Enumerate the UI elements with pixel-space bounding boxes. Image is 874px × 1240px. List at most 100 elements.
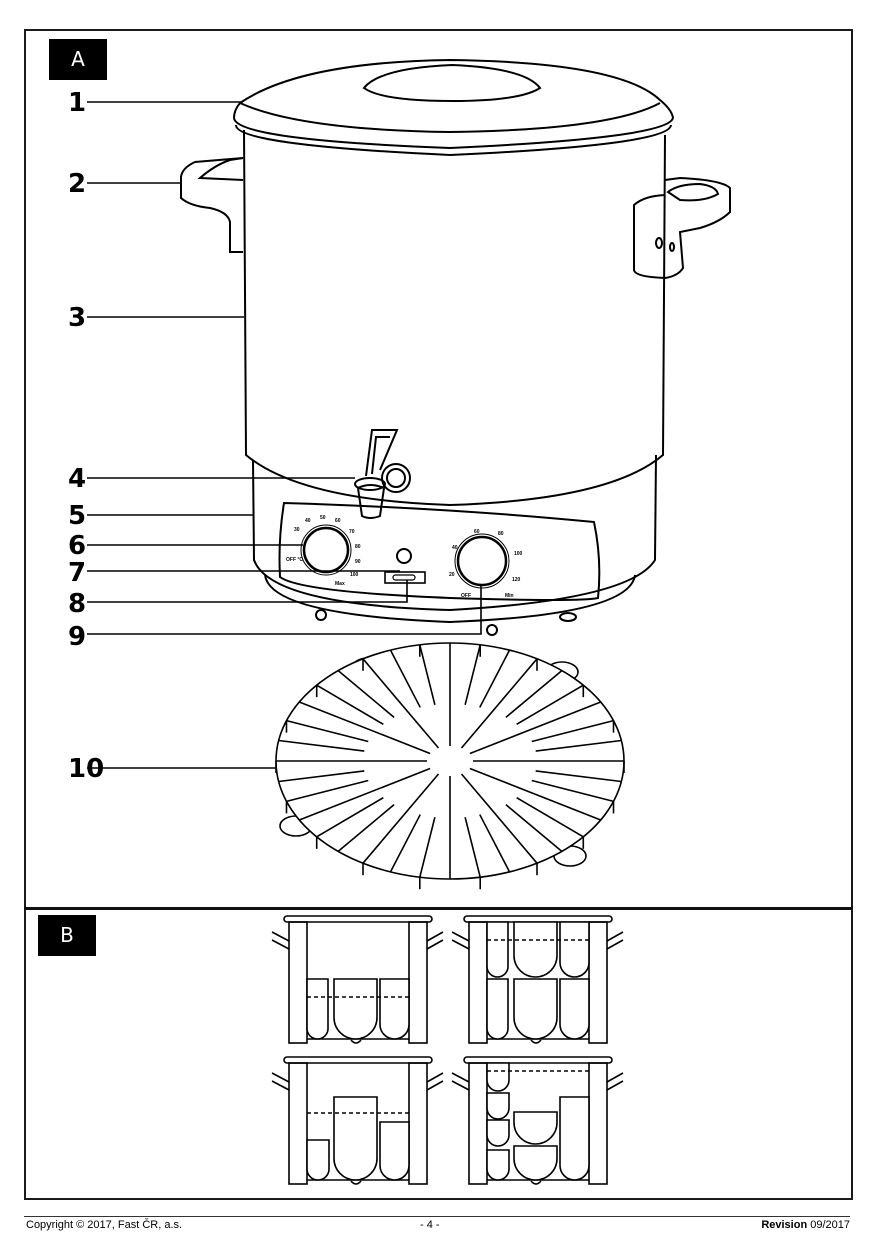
rack-spoke (535, 770, 622, 783)
pot-wall-right (408, 921, 428, 1044)
handle-right-hole-2 (669, 242, 675, 252)
handle-left (180, 157, 244, 253)
pot-wall-left (288, 921, 308, 1044)
pot-drain (350, 1039, 362, 1044)
rack-spoke (469, 767, 601, 821)
jar-arrangement-illustrations (271, 915, 624, 1185)
handle-left-grip (197, 157, 244, 181)
handle-right-grip (666, 182, 720, 202)
timer-dial-label-min: Min (505, 593, 514, 599)
footer-revision-label: Revision (761, 1219, 808, 1231)
timer-dial-label-off: OFF (461, 593, 471, 599)
jar (486, 1149, 510, 1181)
callout-4: 4 (68, 464, 87, 494)
lid-rim-lower (234, 124, 672, 157)
handle-right (633, 176, 731, 280)
pot-drain (350, 1180, 362, 1185)
cooker-illustration (180, 58, 731, 636)
pot-rim (463, 915, 613, 923)
rack-spoke (278, 739, 365, 752)
rack-spoke (362, 658, 440, 749)
temp-dial-label-90: 90 (355, 559, 361, 565)
pot-handle-left (271, 931, 290, 950)
pot-rim (283, 915, 433, 923)
callout-5: 5 (68, 501, 87, 531)
temp-dial-label-off: OFF °C (286, 557, 303, 563)
pot-handle-right (426, 931, 444, 950)
rack-spoke (469, 701, 601, 755)
handle-right-hole-1 (655, 237, 663, 249)
lid-dome (233, 58, 674, 119)
timer-dial-label-20: 20 (449, 572, 455, 578)
temp-dial-label-30: 30 (294, 527, 300, 533)
temp-dial-label-70: 70 (349, 529, 355, 535)
timer-dial-label-80: 80 (498, 531, 504, 537)
lid-knob (362, 63, 542, 103)
indicator-light-drawing (396, 548, 412, 564)
rack-spoke (278, 770, 365, 783)
base-bottom (264, 574, 636, 624)
drain-tap-drawing (354, 429, 411, 519)
pot-drain (530, 1039, 542, 1044)
callout-2: 2 (68, 169, 87, 199)
rack-spoke (316, 684, 384, 726)
rack-spoke (464, 644, 481, 706)
pot-handle-left (271, 1072, 290, 1091)
section-label-a: A (49, 39, 107, 80)
jar (379, 1121, 410, 1181)
rack-spoke (389, 814, 421, 873)
pot-handle-right (606, 931, 624, 950)
rack-spoke (505, 669, 563, 718)
callout-10: 10 (68, 754, 105, 784)
jar (486, 921, 509, 978)
page-frame (24, 29, 853, 1200)
jar (513, 1111, 558, 1145)
jar (306, 1139, 330, 1181)
leader-line-9 (87, 585, 482, 635)
pot-rim (283, 1056, 433, 1064)
callout-8: 8 (68, 589, 87, 619)
jar (486, 1119, 510, 1147)
jar (513, 978, 558, 1040)
pot-body (243, 129, 666, 507)
lid-edge (239, 102, 661, 134)
pot-handle-right (426, 1072, 444, 1091)
callout-1: 1 (68, 88, 87, 118)
footer-copyright: Copyright © 2017, Fast ČR, a.s. (26, 1219, 183, 1231)
rack-spoke (286, 779, 369, 803)
rack-spoke (479, 814, 511, 873)
section-label-b: B (38, 915, 96, 956)
timer-dial-label-60: 60 (474, 529, 480, 535)
temp-dial-label-40: 40 (305, 518, 311, 524)
rack-spoke (531, 719, 614, 743)
callout-7: 7 (68, 558, 87, 588)
pot-handle-left (451, 1072, 470, 1091)
pot-wall-right (588, 921, 608, 1044)
pot-handle-left (451, 931, 470, 950)
jar (559, 921, 590, 978)
jar (333, 1096, 378, 1181)
footer-divider (24, 1216, 850, 1217)
temp-dial-label-max: Max (335, 581, 345, 587)
pot-handle-right (606, 1072, 624, 1091)
callout-9: 9 (68, 622, 87, 652)
rack-spoke (535, 739, 622, 752)
base-body (252, 454, 657, 612)
foot-center (486, 624, 498, 636)
footer-revision-date: 09/2017 (810, 1219, 850, 1231)
pot-wall-right (408, 1062, 428, 1185)
jar (486, 1092, 510, 1120)
wire-rack-illustration (275, 642, 625, 890)
temp-dial-label-80: 80 (355, 544, 361, 550)
pot-wall-left (288, 1062, 308, 1185)
rack-spoke (316, 796, 384, 838)
callout-6: 6 (68, 531, 87, 561)
lid-rim (233, 117, 674, 150)
rack-spoke (299, 701, 431, 755)
rack-spoke (362, 773, 440, 864)
pot-wall-left (468, 921, 488, 1044)
jar (559, 1096, 590, 1181)
temperature-dial-drawing (300, 524, 352, 576)
pot-wall-left (468, 1062, 488, 1185)
